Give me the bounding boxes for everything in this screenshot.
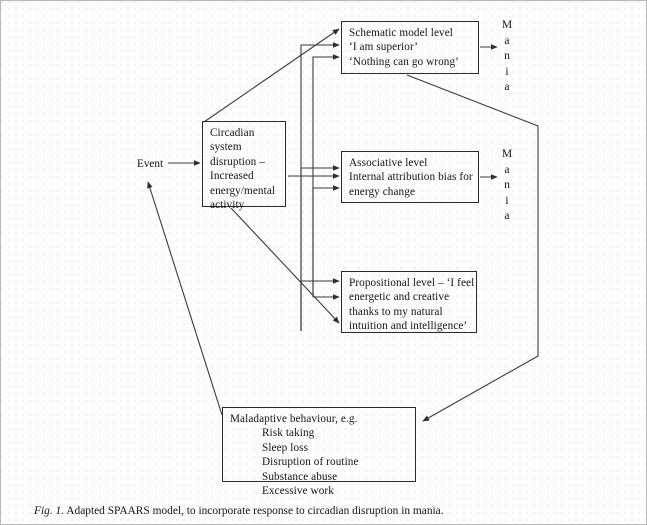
- propositional-line-1: Propositional level – ‘I feel: [349, 277, 475, 289]
- box-schematic-model-level[interactable]: Schematic model level ‘I am superior’ ‘N…: [341, 21, 479, 74]
- label-event: Event: [137, 158, 164, 170]
- figure-number: Fig. 1.: [34, 505, 65, 517]
- figure-caption-text: Adapted SPAARS model, to incorporate res…: [64, 505, 444, 517]
- maladaptive-heading: Maladaptive behaviour, e.g.: [230, 413, 358, 425]
- schematic-line-1: Schematic model level: [349, 27, 453, 39]
- arrow-trunk-b-to-associative: [312, 185, 340, 297]
- maladaptive-item-5: Excessive work: [262, 485, 334, 498]
- arrow-circadian-to-schematic: [203, 28, 340, 123]
- circadian-line-5: energy/mental: [210, 184, 276, 197]
- schematic-line-3: ‘Nothing can go wrong’: [349, 55, 460, 68]
- arrow-trunk-a-to-propositional: [300, 278, 340, 331]
- mania-top-letter-3: n: [504, 49, 510, 62]
- box-associative-level[interactable]: Associative level Internal attribution b…: [341, 151, 479, 203]
- maladaptive-item-2: Sleep loss: [262, 441, 309, 454]
- maladaptive-item-3: Disruption of routine: [262, 456, 359, 469]
- mania-middle-letter-5: a: [504, 209, 510, 222]
- box-propositional-level[interactable]: Propositional level – ‘I feel energetic …: [341, 271, 477, 333]
- label-mania-schematic: M a n i a: [500, 17, 514, 95]
- mania-middle-letter-1: M: [501, 147, 513, 160]
- arrow-maladaptive-to-event: [147, 181, 223, 416]
- propositional-line-4: intuition and intelligence’: [349, 320, 468, 333]
- circadian-line-6: activity: [210, 199, 245, 212]
- mania-top-letter-4: i: [505, 64, 509, 78]
- circadian-line-3: disruption –: [210, 155, 265, 168]
- arrow-trunk-a-to-associative: [300, 165, 340, 331]
- associative-line-2: Internal attribution bias for: [349, 171, 473, 184]
- figure-caption: Fig. 1. Adapted SPAARS model, to incorpo…: [34, 504, 444, 518]
- propositional-line-3: thanks to my natural: [349, 305, 443, 318]
- circadian-line-1: Circadian: [210, 127, 255, 139]
- maladaptive-item-4: Substance abuse: [262, 470, 338, 483]
- mania-middle-letter-4: i: [505, 193, 509, 207]
- arrow-schematic-to-maladaptive: [406, 74, 539, 422]
- circadian-line-4: Increased: [210, 170, 254, 183]
- associative-line-3: energy change: [349, 185, 416, 198]
- arrow-circadian-to-propositional: [230, 207, 340, 324]
- mania-top-letter-2: a: [504, 33, 510, 47]
- box-maladaptive-behaviour[interactable]: Maladaptive behaviour, e.g. Risk taking …: [222, 407, 416, 497]
- propositional-line-2: energetic and creative: [349, 291, 450, 304]
- schematic-line-2: ‘I am superior’: [349, 41, 419, 54]
- box-circadian-system-disruption[interactable]: Circadian system disruption – Increased …: [202, 121, 286, 211]
- mania-middle-letter-3: n: [504, 178, 510, 191]
- mania-top-letter-1: M: [501, 18, 513, 31]
- mania-top-letter-5: a: [504, 80, 510, 93]
- associative-line-1: Associative level: [349, 157, 428, 169]
- circadian-line-2: system: [210, 141, 242, 154]
- arrow-trunk-b-to-schematic: [312, 54, 340, 297]
- label-mania-associative: M a n i a: [500, 146, 514, 224]
- mania-middle-letter-2: a: [504, 162, 510, 176]
- maladaptive-item-1: Risk taking: [262, 427, 315, 440]
